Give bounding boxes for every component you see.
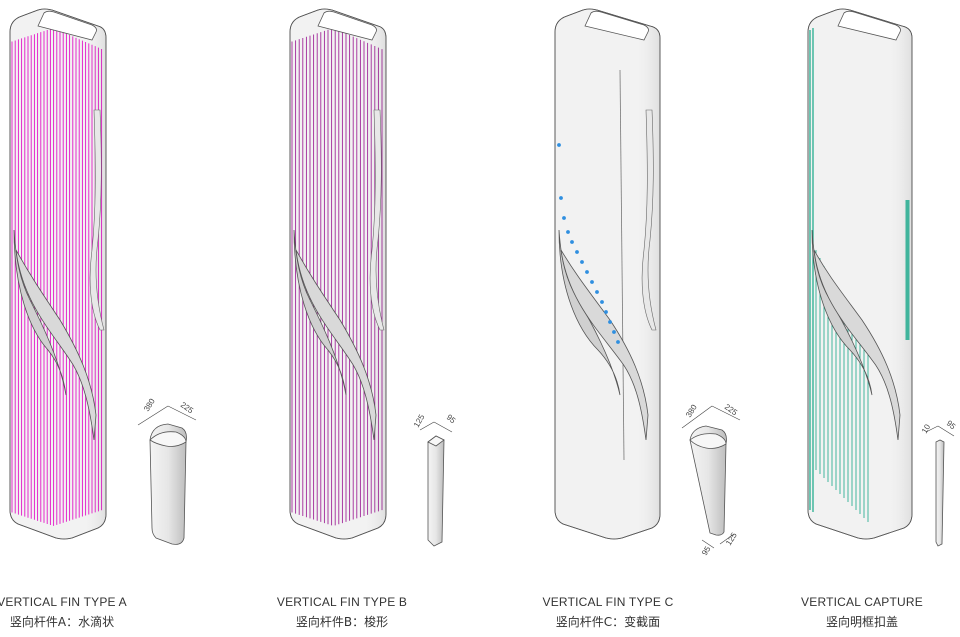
fin-profile [427, 435, 445, 547]
dim-label-depth: 225 [723, 402, 740, 417]
dim-label-depth: 95 [945, 419, 958, 432]
section-point [590, 280, 594, 284]
section-point [612, 330, 616, 334]
section-point [580, 260, 584, 264]
caption-title-en: VERTICAL FIN TYPE C [542, 595, 674, 609]
caption-type-c: VERTICAL FIN TYPE C 竖向杆件C：变截面 [488, 594, 728, 630]
tower-capture [807, 8, 913, 540]
caption-type-b: VERTICAL FIN TYPE B 竖向杆件B：梭形 [222, 594, 462, 630]
caption-capture: VERTICAL CAPTURE 竖向明框扣盖 [742, 594, 960, 630]
dim-label-width: 125 [412, 412, 427, 429]
tower-top-opening [317, 10, 377, 41]
section-point [566, 230, 570, 234]
dim-label-depth: 95 [445, 413, 458, 426]
caption-type-a: VERTICAL FIN TYPE A 竖向杆件A：水滴状 [0, 594, 182, 630]
dim-label-bottom-b: 125 [724, 531, 739, 548]
caption-title-zh: 竖向明框扣盖 [825, 615, 898, 629]
dim-label-depth: 225 [179, 400, 196, 415]
tower-type-b [289, 8, 387, 540]
section-point [575, 250, 579, 254]
dim-label-width: 10 [920, 422, 933, 435]
section-point [608, 320, 612, 324]
section-point [604, 310, 608, 314]
tower-type-a [9, 8, 107, 540]
tower-type-c [554, 8, 661, 540]
fin-detail-d: 10 95 [920, 419, 958, 547]
caption-title-zh: 竖向杆件A：水滴状 [9, 615, 115, 629]
dim-label-width: 380 [142, 397, 157, 414]
caption-title-zh: 竖向杆件B：梭形 [295, 615, 389, 629]
section-point [559, 196, 563, 200]
caption-title-en: VERTICAL FIN TYPE A [0, 595, 127, 609]
fin-profile [149, 423, 187, 545]
section-point [600, 300, 604, 304]
twist-band [13, 229, 67, 396]
section-point [557, 143, 561, 147]
dim-label-width: 380 [684, 403, 699, 420]
fin-detail-b: 125 95 [412, 412, 458, 547]
tower-top-opening [37, 10, 97, 41]
section-point [562, 216, 566, 220]
twist-band [293, 229, 347, 396]
section-point [616, 340, 620, 344]
section-point [570, 240, 574, 244]
tower-top-opening [584, 10, 649, 41]
caption-title-zh: 竖向杆件C：变截面 [555, 615, 661, 629]
fin-section-points [557, 143, 620, 344]
fin-detail-a: 380 225 [137, 397, 197, 545]
fin-detail-c: 380 225 95 125 [681, 402, 741, 557]
fin-profile [935, 439, 945, 547]
tower-top-opening [837, 10, 901, 41]
caption-title-en: VERTICAL CAPTURE [801, 595, 923, 609]
fin-profile [689, 425, 727, 536]
caption-title-en: VERTICAL FIN TYPE B [276, 595, 408, 609]
section-point [585, 270, 589, 274]
section-point [595, 290, 599, 294]
